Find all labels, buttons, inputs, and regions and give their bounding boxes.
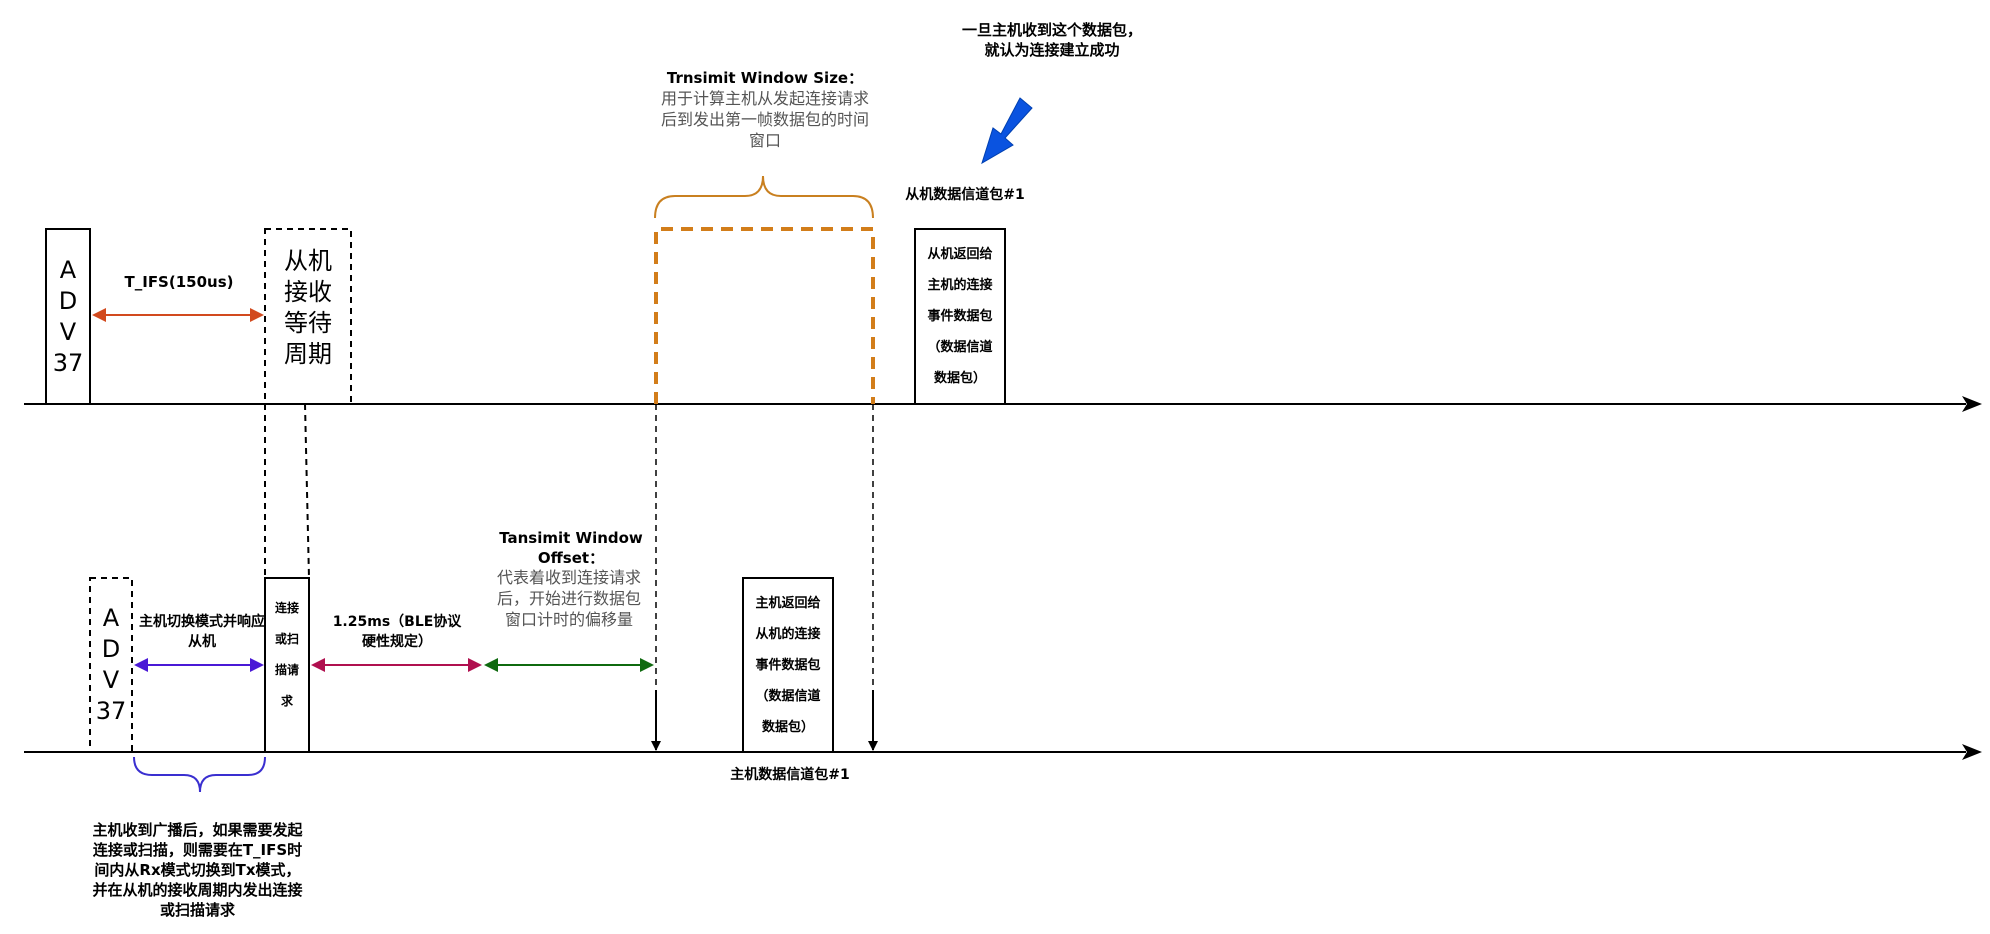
master-timeline-arrowhead xyxy=(1962,744,1982,760)
rx-wait-line: 接收 xyxy=(284,278,332,306)
adv-letter: 37 xyxy=(95,697,127,725)
window-offset-double-arrow xyxy=(484,658,654,672)
master-return-line: （数据信道 xyxy=(755,688,821,704)
slave-timeline-arrowhead xyxy=(1962,396,1982,412)
slave-rx-wait-text: 从机 接收 等待 周期 xyxy=(265,246,351,382)
slave-return-text: 从机返回给 主机的连接 事件数据包 （数据信道 数据包） xyxy=(915,229,1005,404)
rx-wait-line: 等待 xyxy=(284,309,332,337)
slave-return-line: 事件数据包 xyxy=(927,309,993,324)
rx-wait-line: 周期 xyxy=(284,340,332,368)
adv-letter: D xyxy=(58,286,78,315)
connect-request-line: 描请 xyxy=(274,663,299,677)
master-return-line: 事件数据包 xyxy=(755,657,821,673)
window-offset-title: Tansimit Window Offset： xyxy=(499,529,643,567)
adv-letter: A xyxy=(59,255,77,284)
ble-interval-double-arrow xyxy=(311,658,482,672)
adv37-top-text: A D V 37 xyxy=(46,229,90,404)
slave-data-channel-label: 从机数据信道包#1 xyxy=(905,187,1025,203)
tifs-label: T_IFS(150us) xyxy=(124,273,234,291)
switch-mode-label: 主机切换模式并响应从机 xyxy=(139,614,265,650)
slave-return-line: 数据包） xyxy=(933,371,986,386)
tifs-double-arrow xyxy=(92,308,264,322)
transmit-window-dashed xyxy=(654,227,875,404)
rx-wait-line: 从机 xyxy=(284,247,332,275)
window-size-title: Trnsimit Window Size： xyxy=(666,69,864,87)
adv-letter: V xyxy=(102,666,120,694)
window-size-desc: 用于计算主机从发起连接请求后到发出第一帧数据包的时间窗口 xyxy=(660,89,869,150)
connect-request-line: 或扫 xyxy=(274,632,299,646)
master-return-text: 主机返回给 从机的连接 事件数据包 （数据信道 数据包） xyxy=(743,578,833,752)
connect-request-line: 连接 xyxy=(274,601,299,615)
master-return-line: 从机的连接 xyxy=(755,626,821,642)
window-size-brace xyxy=(654,175,874,219)
ble-interval-label: 1.25ms（BLE协议硬性规定） xyxy=(332,614,462,650)
slave-rx-wait-box xyxy=(264,228,352,405)
switch-mode-double-arrow xyxy=(134,658,264,672)
master-return-line: 主机返回给 xyxy=(755,595,821,611)
window-offset-desc: 代表着收到连接请求后，开始进行数据包窗口计时的偏移量 xyxy=(496,568,641,629)
connect-request-box xyxy=(264,577,310,753)
adv37-bottom-box xyxy=(89,577,133,753)
adv-letter: D xyxy=(101,635,121,663)
adv-letter: A xyxy=(102,604,120,632)
adv37-top-box xyxy=(45,228,91,405)
rx-wait-right-guide xyxy=(304,403,310,579)
connect-request-text: 连接 或扫 描请 求 xyxy=(265,593,309,733)
master-data-channel-label: 主机数据信道包#1 xyxy=(730,767,850,783)
connect-request-line: 求 xyxy=(280,694,293,708)
master-return-box xyxy=(742,577,834,753)
switch-time-brace xyxy=(133,756,266,793)
adv-letter: V xyxy=(59,317,77,346)
slave-return-line: 主机的连接 xyxy=(927,278,993,293)
bottom-note: 主机收到广播后，如果需要发起连接或扫描，则需要在T_IFS时间内从Rx模式切换到… xyxy=(92,821,303,919)
slave-return-line: （数据信道 xyxy=(927,340,993,355)
slave-return-box xyxy=(914,228,1006,405)
slave-return-line: 从机返回给 xyxy=(927,247,993,262)
success-note: 一旦主机收到这个数据包，就认为连接建立成功 xyxy=(962,21,1143,59)
callout-arrow xyxy=(981,97,1033,165)
adv37-bottom-text: A D V 37 xyxy=(90,600,132,730)
master-return-line: 数据包） xyxy=(761,719,814,735)
adv-letter: 37 xyxy=(52,348,84,377)
